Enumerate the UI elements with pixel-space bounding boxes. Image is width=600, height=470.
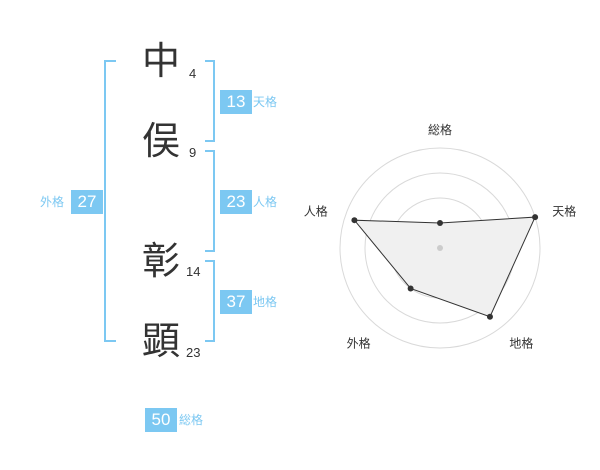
radar-axis-label: 天格 [552,204,576,219]
radar-point [532,214,539,221]
radar-points [351,214,539,320]
chikaku-label: 地格 [253,295,278,309]
gaikaku-value-badge: 27 [71,190,103,214]
radar-ring [339,147,541,349]
tenkaku-bracket [205,60,215,142]
name-char-3: 彰 [142,239,181,283]
radar-point [437,220,443,226]
stroke-count-3: 14 [186,264,201,279]
stroke-count-4: 23 [186,345,201,360]
gaikaku-label: 外格 [40,195,65,209]
radar-axis-label: 外格 [347,335,371,350]
radar-point [351,217,358,224]
radar-center-dot [437,245,443,251]
jinkaku-label: 人格 [253,195,278,209]
radar-axis-label: 人格 [304,204,328,219]
jinkaku-value-badge: 23 [220,190,252,214]
name-char-4: 顕 [142,319,181,363]
chikaku-bracket [205,260,215,342]
stroke-count-1: 4 [189,66,197,81]
soukaku-value-badge: 50 [145,408,177,432]
tenkaku-label: 天格 [253,95,278,109]
name-char-2: 俣 [142,119,181,163]
radar-point [407,285,414,292]
tenkaku-value-badge: 13 [220,90,252,114]
gaikaku-bracket [104,60,116,342]
radar-axis-label: 地格 [509,335,533,350]
radar-area [353,216,536,318]
chikaku-value-badge: 37 [220,290,252,314]
soukaku-label: 総格 [179,413,204,427]
radar-axis-label: 総格 [428,122,452,137]
jinkaku-bracket [205,150,215,252]
stroke-count-2: 9 [189,145,197,160]
radar-point [486,313,493,320]
name-char-1: 中 [142,39,181,83]
